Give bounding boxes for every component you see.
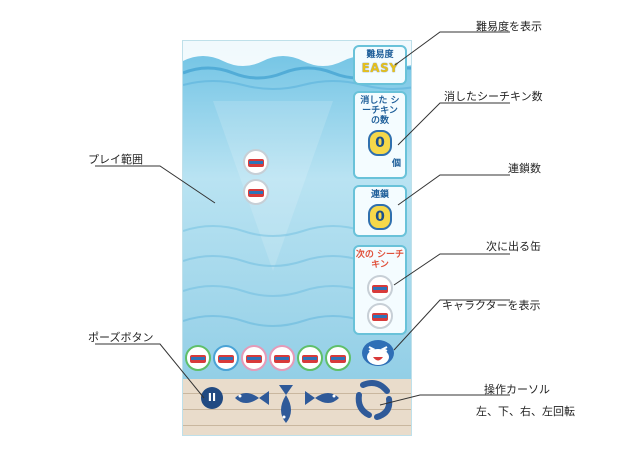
stacked-can <box>241 345 267 371</box>
rotate-left-button[interactable] <box>353 377 395 421</box>
erased-count-panel: 消した シーチキン の数 0 個 <box>353 91 407 179</box>
callout-difficulty: 難易度を表示 <box>476 20 542 33</box>
erased-heading: 消した シーチキン の数 <box>360 96 400 126</box>
control-strip <box>183 379 411 435</box>
stacked-can <box>297 345 323 371</box>
callout-pause: ポーズボタン <box>88 331 154 344</box>
callout-controls-detail: 左、下、右、左回転 <box>476 405 575 418</box>
game-frame: 難易度 EASY 消した シーチキン の数 0 個 連鎖 0 次の シーチキン … <box>182 40 412 436</box>
next-can <box>367 303 393 329</box>
move-left-button[interactable] <box>231 383 271 413</box>
callout-character: キャラクターを表示 <box>442 299 541 312</box>
callout-controls: 操作カーソル <box>484 383 550 396</box>
next-heading: 次の シーチキン <box>355 250 405 270</box>
erased-unit: 個 <box>391 159 401 169</box>
callout-erased: 消したシーチキン数 <box>444 90 543 103</box>
chain-heading: 連鎖 <box>370 190 389 200</box>
callout-play-area: プレイ範囲 <box>88 153 143 166</box>
difficulty-value: EASY <box>361 61 399 75</box>
stacked-can <box>269 345 295 371</box>
stacked-can <box>325 345 351 371</box>
move-down-button[interactable] <box>275 383 297 427</box>
stacked-can <box>185 345 211 371</box>
next-can <box>367 275 393 301</box>
next-can-panel: 次の シーチキン <box>353 245 407 335</box>
pause-button[interactable]: II <box>201 387 223 409</box>
move-right-button[interactable] <box>303 383 343 413</box>
callout-chain: 連鎖数 <box>508 162 541 175</box>
falling-can <box>243 179 269 205</box>
callout-next-can: 次に出る缶 <box>486 240 541 253</box>
stacked-can <box>213 345 239 371</box>
chain-panel: 連鎖 0 <box>353 185 407 237</box>
mascot-character <box>362 340 394 366</box>
falling-can <box>243 149 269 175</box>
erased-count: 0 <box>368 130 392 156</box>
difficulty-heading: 難易度 <box>366 50 394 60</box>
chain-count: 0 <box>368 204 392 230</box>
difficulty-panel: 難易度 EASY <box>353 45 407 85</box>
